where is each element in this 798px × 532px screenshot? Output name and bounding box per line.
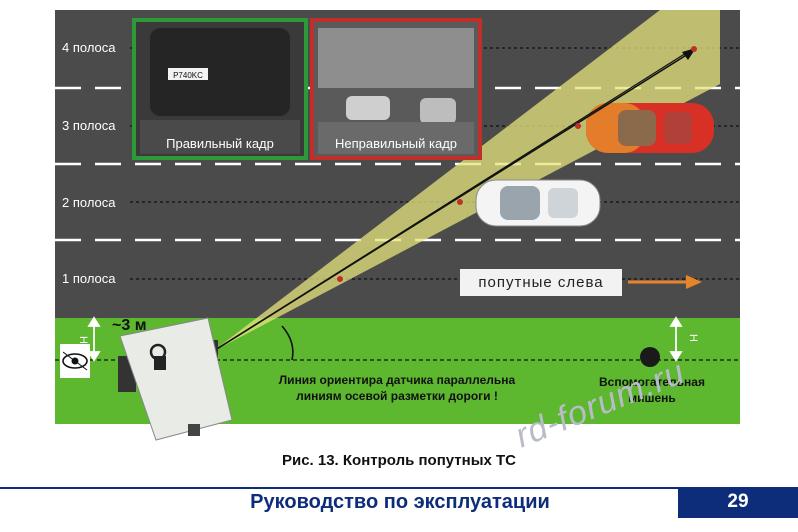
lane-label-4: 4 полоса <box>62 40 116 55</box>
distance-label: ~3 м <box>112 317 147 334</box>
lane-label-1: 1 полоса <box>62 271 116 286</box>
white-car <box>475 179 601 227</box>
correct-frame-caption: Правильный кадр <box>166 136 274 151</box>
auxiliary-target <box>640 347 660 367</box>
lane-point-2 <box>457 199 463 205</box>
sensor-note: Линия ориентира датчика параллельна лини… <box>278 373 516 403</box>
lane-point-3 <box>575 123 581 129</box>
footer-title: Руководство по эксплуатации <box>250 491 550 513</box>
target-label: Вспомогательная мишень <box>599 375 705 405</box>
lane-label-3: 3 полоса <box>62 118 116 133</box>
page-number-box <box>678 488 798 518</box>
plate-text: P740KC <box>173 71 203 80</box>
eye-icon <box>60 344 90 378</box>
height-label-left: H <box>77 336 89 344</box>
red-car <box>586 103 714 153</box>
incorrect-frame-caption: Неправильный кадр <box>334 136 458 151</box>
lane-label-2: 2 полоса <box>62 195 116 210</box>
speed-sensor-device <box>118 317 233 441</box>
radar-beam <box>212 10 720 352</box>
figure-caption: Рис. 13. Контроль попутных ТС <box>281 452 517 469</box>
height-label-right: H <box>687 334 699 342</box>
measurement-line-2 <box>211 47 695 353</box>
lane-point-1 <box>337 276 343 282</box>
lane-point-4 <box>691 46 697 52</box>
height-marker-left <box>87 316 101 362</box>
page-number: 29 <box>727 491 749 512</box>
direction-label: попутные слева <box>460 269 622 296</box>
height-marker-right <box>669 316 683 362</box>
angle-arc <box>281 325 294 361</box>
